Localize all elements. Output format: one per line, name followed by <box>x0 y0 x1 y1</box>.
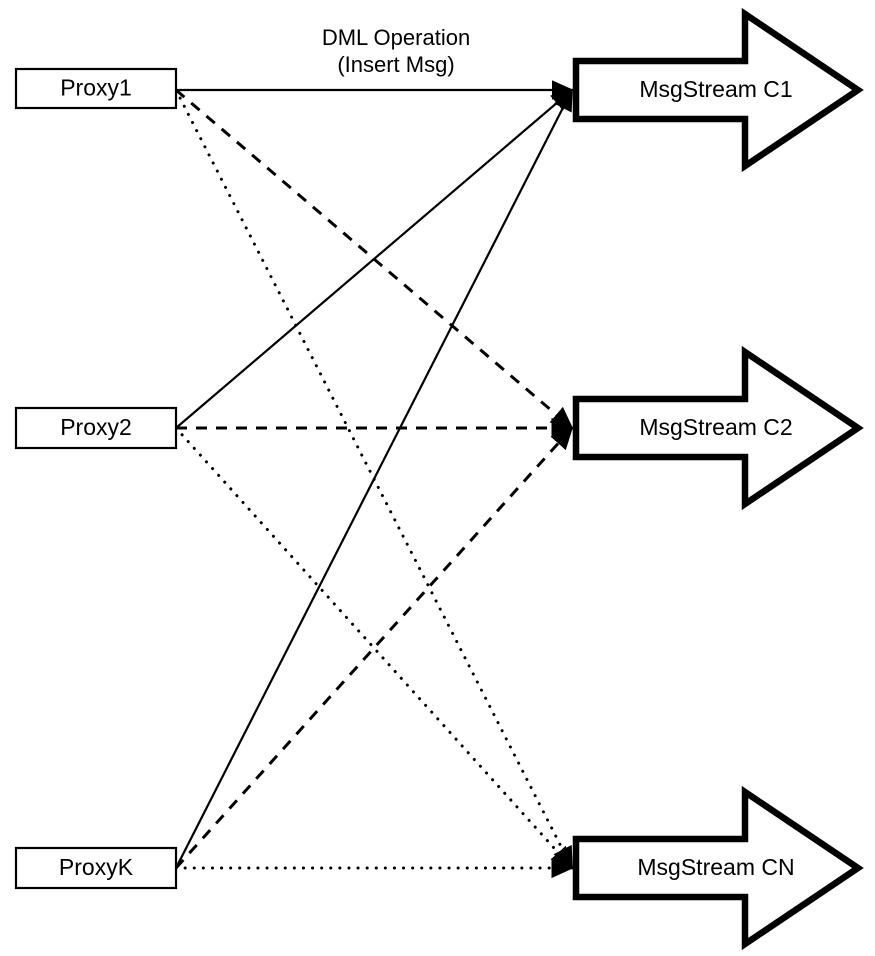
node-msgstream-c2[interactable]: MsgStream C2 <box>572 345 864 511</box>
proxy1-label: Proxy1 <box>60 75 132 101</box>
proxy-node-group: Proxy1 Proxy2 ProxyK <box>14 67 178 890</box>
dml-operation-line2: (Insert Msg) <box>337 52 454 77</box>
msgstream-c1-arrow-shape[interactable] <box>572 7 864 173</box>
edge-layer <box>174 80 574 879</box>
msgstream-c2-arrow-shape[interactable] <box>572 345 864 511</box>
edge-proxyk-to-stream-c2 <box>174 426 574 870</box>
node-proxyk[interactable]: ProxyK <box>14 846 178 890</box>
edge-proxy2-to-stream-c1 <box>175 88 574 429</box>
msgstream-c1-label: MsgStream C1 <box>639 76 792 102</box>
proxy1-box[interactable] <box>14 67 178 110</box>
proxyk-box[interactable] <box>14 846 178 890</box>
proxyk-label: ProxyK <box>59 854 134 880</box>
node-msgstream-cn[interactable]: MsgStream CN <box>572 785 864 951</box>
proxy2-label: Proxy2 <box>60 414 132 440</box>
node-msgstream-c1[interactable]: MsgStream C1 <box>572 7 864 173</box>
edge-proxyk-to-stream-c1 <box>175 88 573 869</box>
dml-operation-annotation: DML Operation (Insert Msg) <box>322 25 470 77</box>
msgstream-cn-arrow-shape[interactable] <box>572 785 864 951</box>
dml-operation-line1: DML Operation <box>322 25 470 50</box>
msgstream-node-group: MsgStream C1 MsgStream C2 MsgStream CN <box>572 7 864 951</box>
proxy2-box[interactable] <box>14 406 178 450</box>
msgstream-cn-label: MsgStream CN <box>637 854 794 880</box>
edge-proxy2-to-stream-cn <box>174 426 574 870</box>
node-proxy1[interactable]: Proxy1 <box>14 67 178 110</box>
node-proxy2[interactable]: Proxy2 <box>14 406 178 450</box>
msgstream-c2-label: MsgStream C2 <box>639 414 792 440</box>
